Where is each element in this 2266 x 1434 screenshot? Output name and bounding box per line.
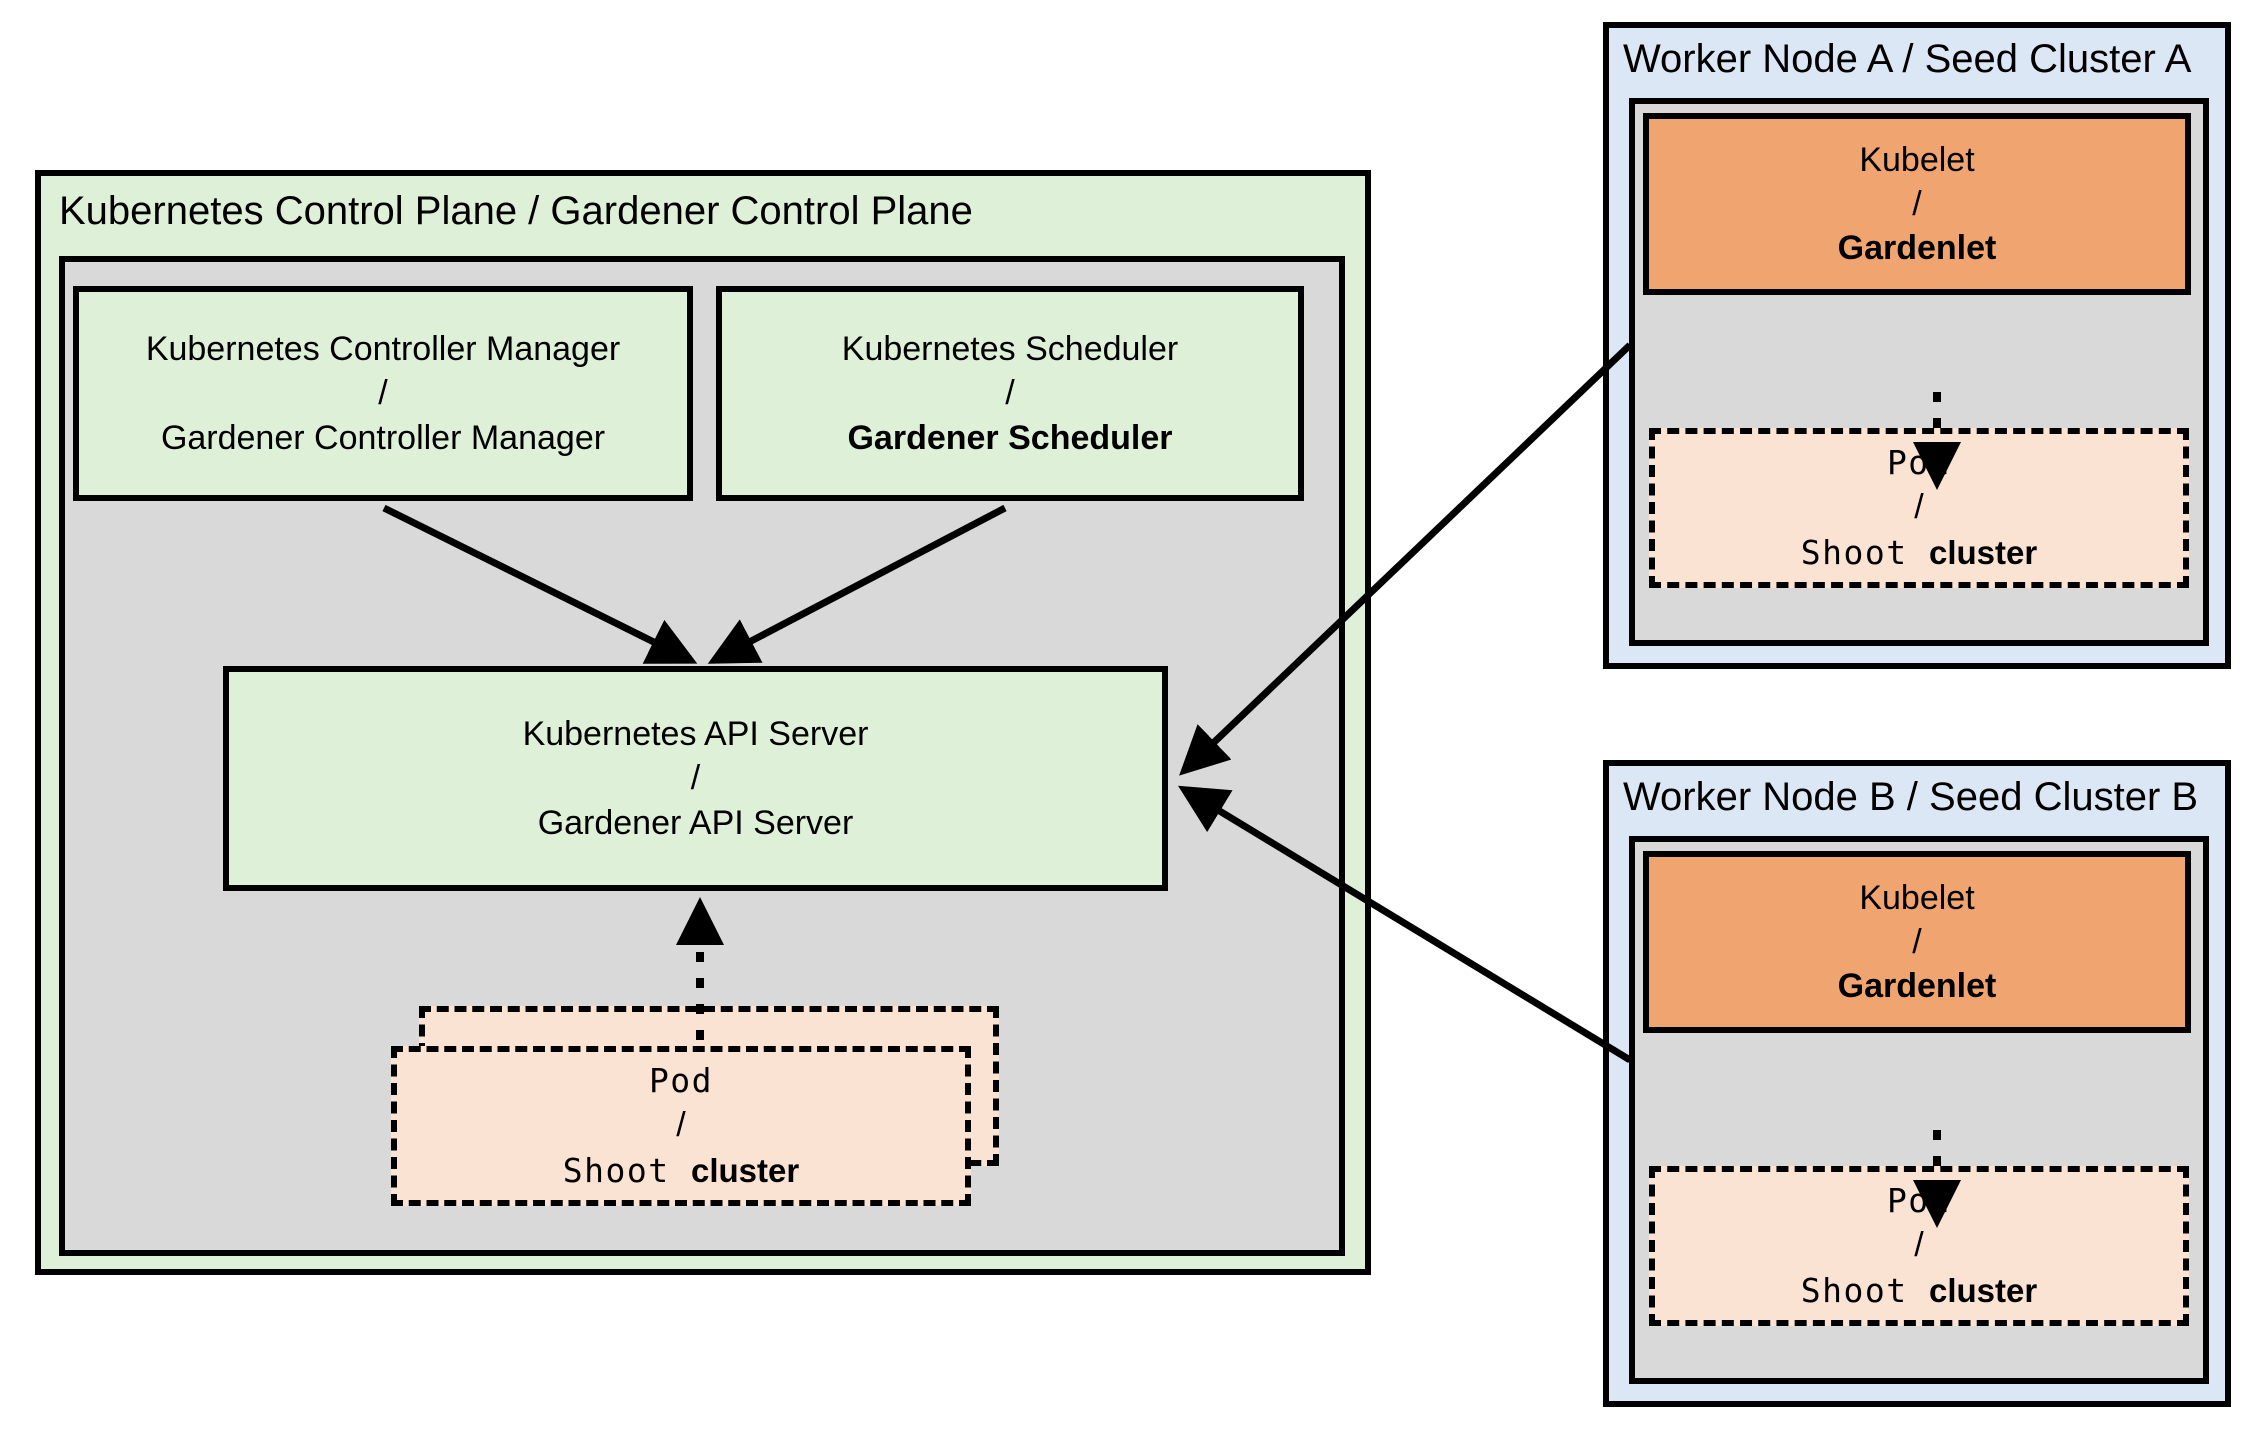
controller-manager-line1: Kubernetes Controller Manager xyxy=(145,330,621,369)
worker-node-a-title: Worker Node A / Seed Cluster A xyxy=(1623,37,2192,81)
kubelet-a-line1: Kubelet xyxy=(1859,140,1975,179)
api-server-line2: Gardener API Server xyxy=(537,803,854,842)
node-kubelet-gardenlet-a[interactable]: Kubelet / Gardenlet xyxy=(1643,113,2191,295)
node-kubernetes-api-server[interactable]: Kubernetes API Server / Gardener API Ser… xyxy=(223,666,1168,891)
node-pod-shoot-cluster-b[interactable]: Pod / Shoot cluster xyxy=(1649,1166,2189,1326)
scheduler-separator: / xyxy=(1005,374,1015,413)
node-kubernetes-controller-manager[interactable]: Kubernetes Controller Manager / Gardener… xyxy=(73,286,693,501)
pod-a-line2-bold-part: cluster xyxy=(1929,533,2038,571)
control-plane-title: Kubernetes Control Plane / Gardener Cont… xyxy=(59,189,973,233)
pod-separator: / xyxy=(676,1106,686,1145)
worker-node-a-panel: Worker Node A / Seed Cluster A Kubelet /… xyxy=(1603,22,2231,669)
node-kubelet-gardenlet-b[interactable]: Kubelet / Gardenlet xyxy=(1643,851,2191,1033)
controller-manager-separator: / xyxy=(378,374,388,413)
pod-a-line1: Pod xyxy=(1886,442,1952,482)
pod-a-separator: / xyxy=(1914,488,1924,527)
pod-line1: Pod xyxy=(648,1060,714,1100)
pod-b-separator: / xyxy=(1914,1226,1924,1265)
controller-manager-line2: Gardener Controller Manager xyxy=(160,418,606,457)
node-pod-shoot-cluster-a[interactable]: Pod / Shoot cluster xyxy=(1649,428,2189,588)
worker-node-b-panel: Worker Node B / Seed Cluster B Kubelet /… xyxy=(1603,760,2231,1407)
scheduler-line1: Kubernetes Scheduler xyxy=(841,330,1179,369)
kubelet-b-line1: Kubelet xyxy=(1859,878,1975,917)
pod-line2-bold-part: cluster xyxy=(691,1151,800,1189)
api-server-separator: / xyxy=(690,759,701,798)
pod-line2: Shoot cluster xyxy=(563,1149,799,1194)
node-kubernetes-scheduler[interactable]: Kubernetes Scheduler / Gardener Schedule… xyxy=(716,286,1304,501)
kubelet-b-separator: / xyxy=(1912,922,1922,961)
kubelet-a-line2: Gardenlet xyxy=(1837,229,1997,268)
kubelet-b-line2: Gardenlet xyxy=(1837,967,1997,1006)
pod-b-line2-bold-part: cluster xyxy=(1929,1271,2038,1309)
pod-line2-mono-part: Shoot xyxy=(562,1150,691,1190)
kubelet-a-separator: / xyxy=(1912,184,1922,223)
pod-b-line1: Pod xyxy=(1886,1180,1952,1220)
control-plane-panel: Kubernetes Control Plane / Gardener Cont… xyxy=(35,170,1371,1275)
node-pod-shoot-cluster-control-plane[interactable]: Pod / Shoot cluster xyxy=(391,1046,971,1206)
pod-a-line2: Shoot cluster xyxy=(1801,531,2037,576)
api-server-line1: Kubernetes API Server xyxy=(522,715,869,754)
pod-a-line2-mono-part: Shoot xyxy=(1800,532,1929,572)
scheduler-line2: Gardener Scheduler xyxy=(847,418,1173,457)
worker-node-b-title: Worker Node B / Seed Cluster B xyxy=(1623,775,2199,819)
pod-b-line2-mono-part: Shoot xyxy=(1800,1270,1929,1310)
pod-b-line2: Shoot cluster xyxy=(1801,1269,2037,1314)
